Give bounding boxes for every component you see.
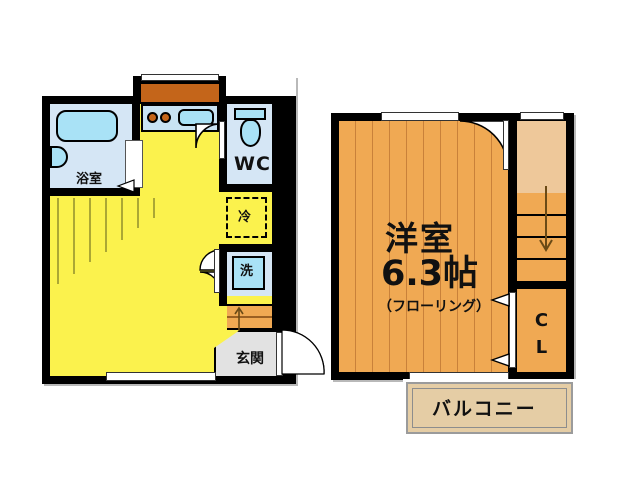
washing-machine-icon xyxy=(232,256,265,290)
fridge-label: 冷 xyxy=(238,210,252,225)
closet-door-leaf[interactable] xyxy=(509,292,516,368)
stair-tread-2 xyxy=(517,236,566,238)
room-label-line2: 6.3帖 xyxy=(381,254,479,294)
balcony-label: バルコニー xyxy=(432,398,537,420)
flooring-note: （フローリング） xyxy=(378,299,490,315)
stove-burner-1-icon xyxy=(147,112,158,123)
stove-burner-2-icon xyxy=(160,112,171,123)
wc-label: WC xyxy=(234,153,271,175)
washer-label: 洗 xyxy=(240,264,254,279)
living-hatch-lines xyxy=(57,198,155,284)
bathroom-sink xyxy=(50,146,68,168)
washer-top-wall xyxy=(219,244,296,252)
wc-door-arc-icon[interactable] xyxy=(195,122,230,162)
room-window-top xyxy=(381,112,459,121)
stair-tread-1 xyxy=(517,214,566,216)
left-plan-group: 浴室 WC 冷 xyxy=(0,0,330,400)
bathtub xyxy=(56,110,118,142)
toilet-bowl-icon xyxy=(240,119,261,147)
washitsu-floor xyxy=(339,121,508,372)
closet-door-arrow-bottom-icon xyxy=(490,353,510,367)
entrance-step-divider xyxy=(227,316,272,318)
washer-door-leaf[interactable] xyxy=(214,249,220,293)
kitchen-alcove-notch-right xyxy=(226,76,296,96)
wc-bottom-wall xyxy=(219,184,296,192)
wc-door-leaf[interactable] xyxy=(219,121,225,159)
kitchen-window xyxy=(141,74,219,81)
entrance-label: 玄関 xyxy=(236,351,264,367)
closet-door-arrow-top-icon xyxy=(490,293,510,307)
closet-floor xyxy=(517,289,566,372)
bathroom-bottom-wall xyxy=(42,188,140,196)
kitchen-alcove-notch-left xyxy=(42,76,133,96)
stair-direction-arrow-icon xyxy=(539,186,553,252)
stair-tread-3 xyxy=(517,258,566,260)
washer-left-wall xyxy=(219,244,227,304)
closet-label-line1: CL xyxy=(531,310,552,364)
room-label-line1: 洋室 xyxy=(385,219,455,258)
balcony-inner-line xyxy=(412,388,567,428)
bathroom-door-arrow-icon xyxy=(116,179,135,193)
balcony-door-window[interactable] xyxy=(409,372,509,381)
balcony xyxy=(403,379,576,437)
bathroom-label: 浴室 xyxy=(76,172,103,187)
stair-landing xyxy=(517,121,566,193)
front-door-arc-icon[interactable] xyxy=(281,329,326,380)
room-door-leaf[interactable] xyxy=(503,120,509,170)
landing-left-wall xyxy=(508,113,517,293)
kitchen-counter xyxy=(141,84,219,102)
living-window-bottom xyxy=(106,372,216,381)
fridge-space-outline xyxy=(226,197,267,238)
landing-window-top xyxy=(520,112,564,120)
stairs-bottom-wall xyxy=(508,281,574,289)
entrance-left-wall xyxy=(219,296,227,306)
